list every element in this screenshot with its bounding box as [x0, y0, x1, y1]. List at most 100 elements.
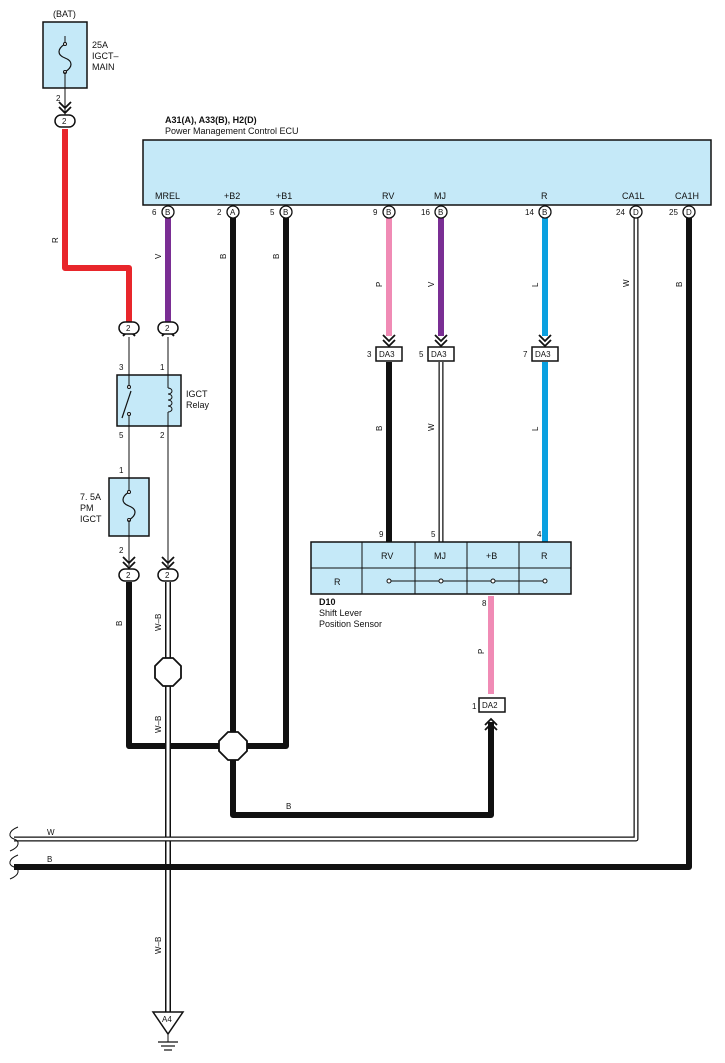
sensor-code: D10 [319, 597, 336, 607]
relay-coil-icon [167, 375, 173, 426]
sensor-group: 9 5 4 RV MJ +B R R D10 Shift Lever Posit… [310, 530, 572, 629]
junction-icon [218, 731, 248, 761]
ecu-conn-mj: B [438, 208, 443, 217]
ecu-terminal-b2: +B2 [224, 191, 240, 201]
lower-connector-right-label: 2 [165, 571, 170, 580]
ecu-box [142, 139, 712, 206]
relay-connector-left-label: 2 [126, 324, 131, 333]
main-fuse-connector [54, 114, 76, 128]
ecu-terminal-ca1h: CA1H [675, 191, 699, 201]
ecu-pin-ca1h: 25 [669, 208, 678, 217]
ecu-terminal-r: R [541, 191, 548, 201]
relay-pin-3: 3 [119, 363, 124, 372]
wire-black-ca1h [14, 218, 692, 870]
fuse-icon [58, 36, 72, 88]
sensor-continuity-line [386, 578, 548, 584]
pm-fuse-pin-2: 2 [119, 546, 124, 555]
pm-fuse-pin-1: 1 [119, 466, 124, 475]
wirecode-black-bus: B [47, 855, 52, 864]
wirecode-blue-r-lower: L [531, 426, 540, 431]
wirecode-pink-sensor: P [477, 649, 486, 654]
connector-arrow-icon [382, 334, 552, 348]
sensor-header-mj: MJ [434, 551, 446, 561]
main-fuse-name-line1: IGCT– [92, 51, 119, 61]
wirecode-black-rv-lower: B [375, 426, 384, 431]
da3-box-mj [427, 346, 455, 362]
ecu-conn-b2: A [230, 208, 236, 217]
sensor-name-line2: Position Sensor [319, 619, 382, 629]
lower-connector-left-label: 2 [126, 571, 131, 580]
relay-name-line1: IGCT [186, 389, 208, 399]
wire-black-b1 [233, 218, 289, 749]
wire-white-ca1l-fill [14, 218, 638, 841]
ecu-pin-r: 14 [525, 208, 534, 217]
ground-label: A4 [162, 1015, 172, 1024]
sensor-pin-rv: 9 [379, 530, 384, 539]
relay-connector-right-label: 2 [165, 324, 170, 333]
sensor-row-label: R [334, 577, 341, 587]
ecu-conn-rv: B [386, 208, 391, 217]
da3-pin-r: 7 [523, 350, 528, 359]
wirecode-wb-middle: W–B [154, 716, 163, 733]
wirecode-white-ca1l: W [622, 279, 631, 287]
wirecode-black-ca1h: B [675, 282, 684, 287]
da2-group: 1 DA2 [472, 697, 506, 731]
wires [14, 129, 692, 1012]
da3-label-r: DA3 [535, 350, 551, 359]
wire-break-marks [9, 826, 19, 880]
relay-group: 2 2 3 1 IGCT Relay 5 2 [116, 321, 210, 440]
wire-code-labels: R V B B P V L W B B W L B W–B W–B W–B P … [47, 237, 684, 954]
ecu-code: A31(A), A33(B), H2(D) [165, 115, 257, 125]
fuse-icon [122, 478, 136, 536]
ground-group: A4 [151, 1011, 185, 1051]
sensor-table-lines [311, 542, 571, 594]
wirecode-white-bus: W [47, 828, 55, 837]
wirecode-violet-mrel: V [154, 253, 163, 259]
ecu-terminal-ca1l: CA1L [622, 191, 645, 201]
sensor-pin-b: 8 [482, 599, 487, 608]
wirecode-blue-r: L [531, 282, 540, 287]
wirecode-pink-rv: P [375, 282, 384, 287]
ecu-terminal-mj: MJ [434, 191, 446, 201]
main-fuse-rating: 25A [92, 40, 108, 50]
relay-pin-5: 5 [119, 431, 124, 440]
da3-box-rv [375, 346, 403, 362]
pm-fuse-group: 1 7. 5A PM IGCT 2 2 2 [80, 466, 179, 582]
sensor-header-rv: RV [381, 551, 393, 561]
ground-triangle [151, 1011, 185, 1036]
ecu-name: Power Management Control ECU [165, 126, 299, 136]
ecu-terminal-rv: RV [382, 191, 394, 201]
pm-fuse-name-line1: PM [80, 503, 94, 513]
main-fuse-name-line2: MAIN [92, 62, 115, 72]
ecu-pin-b1: 5 [270, 208, 275, 217]
ecu-terminal-b1: +B1 [276, 191, 292, 201]
junction-icon [154, 657, 182, 687]
ecu-conn-mrel: B [165, 208, 170, 217]
wirecode-wb-lower: W–B [154, 937, 163, 954]
pm-fuse-rating: 7. 5A [80, 492, 101, 502]
wirecode-wb-upper: W–B [154, 614, 163, 631]
wire-black-pm-to-junction [126, 582, 233, 749]
wirecode-black-bottom: B [286, 802, 291, 811]
wirecode-black-b2: B [219, 254, 228, 259]
da2-box [478, 697, 506, 713]
ecu-pin-ca1l: 24 [616, 208, 625, 217]
wire-black-junction-to-da2 [230, 722, 494, 818]
wirecode-black-pm: B [115, 621, 124, 626]
wirecode-red: R [51, 237, 60, 243]
relay-switch-icon [121, 375, 132, 426]
ecu-pin-mrel: 6 [152, 208, 157, 217]
sensor-header-r: R [541, 551, 548, 561]
ground-icon [158, 1034, 178, 1051]
sensor-pin-r: 4 [537, 530, 542, 539]
ecu-conn-r: B [542, 208, 547, 217]
ecu-pin-b2: 2 [217, 208, 222, 217]
ecu-conn-ca1l: D [633, 208, 639, 217]
ecu-terminal-mrel: MREL [155, 191, 180, 201]
da2-label: DA2 [482, 701, 498, 710]
ecu-group: A31(A), A33(B), H2(D) Power Management C… [142, 115, 712, 219]
relay-connector-left [118, 321, 140, 335]
main-fuse-group: (BAT) 25A IGCT– MAIN 2 2 [42, 9, 119, 128]
wirecode-violet-mj: V [427, 281, 436, 287]
